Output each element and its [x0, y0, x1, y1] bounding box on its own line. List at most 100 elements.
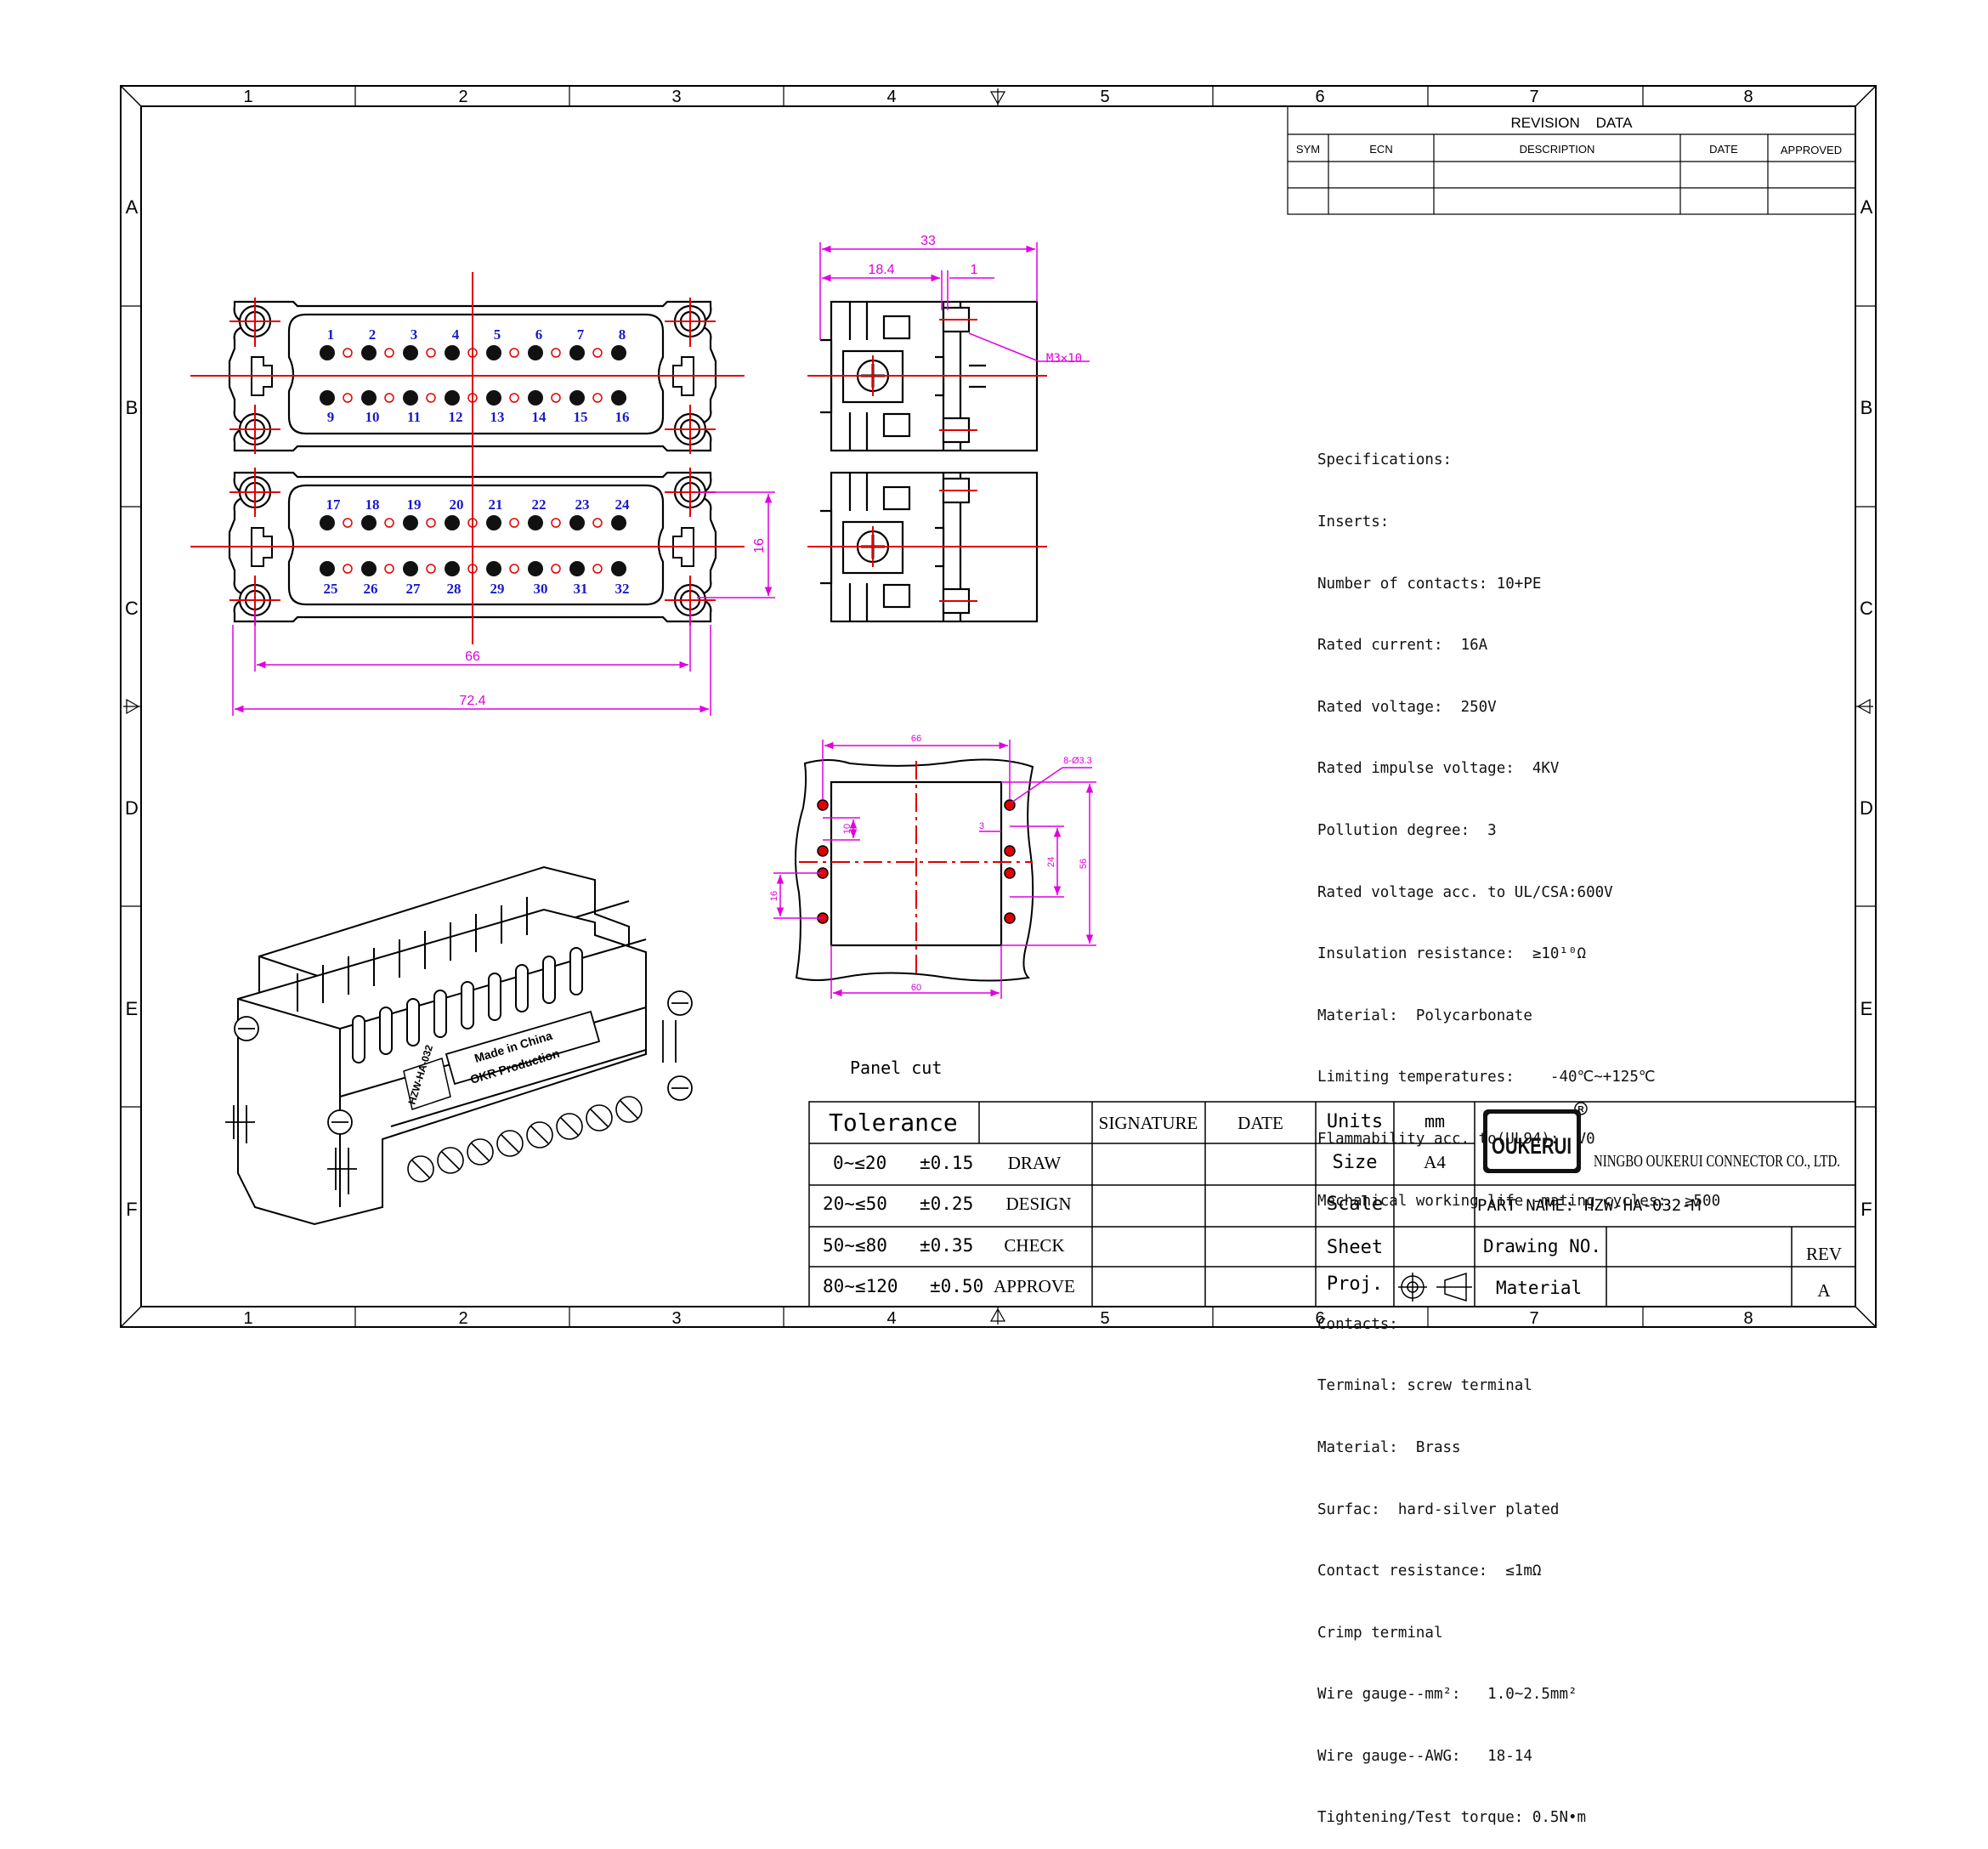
spec-line: [1317, 1252, 1720, 1273]
sheet-label: Sheet: [1327, 1237, 1383, 1258]
svg-text:22: 22: [532, 496, 547, 513]
spec-line: Rated current: 16A: [1317, 637, 1488, 655]
material-label: Material: [1496, 1278, 1582, 1298]
tol-range-1: 0~≤20: [833, 1153, 886, 1173]
spec-line: Contact resistance: ≤1mΩ: [1317, 1563, 1542, 1580]
rev-header-date: DATE: [1709, 143, 1738, 156]
company-name: NINGBO OUKERUI CONNECTOR CO., LTD.: [1594, 1152, 1840, 1171]
svg-text:2: 2: [458, 88, 467, 106]
panel-dim-24: 24: [1046, 857, 1056, 867]
svg-text:A: A: [126, 196, 139, 218]
svg-text:7: 7: [577, 326, 585, 343]
svg-text:3: 3: [671, 1309, 681, 1328]
svg-text:B: B: [126, 397, 139, 418]
svg-text:6: 6: [1315, 88, 1324, 106]
svg-text:21: 21: [489, 496, 503, 513]
svg-text:F: F: [126, 1199, 137, 1220]
svg-text:11: 11: [407, 409, 421, 425]
svg-text:1: 1: [243, 88, 252, 106]
panel-dim-10: 10: [842, 824, 852, 834]
size-label: Size: [1333, 1152, 1378, 1173]
svg-text:D: D: [125, 797, 139, 819]
row-labels: A B C D E F A B C D E F: [125, 196, 1873, 1220]
spec-line: Pollution degree: 3: [1317, 821, 1497, 839]
svg-text:2: 2: [369, 326, 377, 343]
svg-text:8: 8: [1743, 1309, 1753, 1328]
svg-text:25: 25: [324, 581, 338, 597]
svg-text:5: 5: [494, 326, 501, 343]
svg-text:C: C: [1860, 598, 1873, 619]
spec-line: Wire gauge--AWG: 18-14: [1317, 1747, 1532, 1765]
revision-title: REVISION DATA: [1511, 115, 1634, 131]
svg-text:18: 18: [365, 496, 380, 513]
svg-text:15: 15: [574, 409, 588, 425]
date-header: DATE: [1238, 1113, 1283, 1133]
rev-header-ecn: ECN: [1369, 143, 1392, 156]
svg-text:1: 1: [243, 1309, 252, 1328]
svg-text:6: 6: [1315, 1309, 1324, 1328]
svg-text:13: 13: [490, 409, 505, 425]
svg-text:19: 19: [407, 496, 422, 513]
svg-text:5: 5: [1100, 1309, 1109, 1328]
rev-header-description: DESCRIPTION: [1520, 143, 1595, 156]
svg-text:4: 4: [452, 326, 460, 343]
tol-range-3: 50~≤80: [823, 1235, 887, 1256]
rev-value: A: [1817, 1280, 1831, 1301]
column-labels: 1 2 3 4 5 6 7 8 1 2 3 4 5 6 7 8: [243, 88, 1753, 1328]
proj-label: Proj.: [1327, 1273, 1383, 1295]
part-name: PART NAME: HZW-HA-032-M: [1477, 1196, 1701, 1215]
svg-text:17: 17: [326, 496, 342, 513]
spec-line: Contacts:: [1317, 1315, 1398, 1333]
svg-text:C: C: [125, 598, 139, 619]
svg-text:16: 16: [615, 409, 630, 425]
dim-16: 16: [752, 538, 767, 553]
isometric-view: [225, 865, 693, 1226]
tol-value-3: ±0.35: [920, 1235, 973, 1256]
spec-line: Surfac: hard-silver plated: [1317, 1500, 1560, 1518]
spec-line: Crimp terminal: [1317, 1624, 1443, 1642]
svg-text:E: E: [126, 998, 139, 1019]
panel-dim-3: 3: [979, 821, 984, 831]
svg-text:3: 3: [671, 88, 681, 106]
rev-header-sym: SYM: [1296, 143, 1320, 156]
units-label: Units: [1327, 1111, 1383, 1132]
svg-text:24: 24: [615, 496, 631, 513]
svg-text:8: 8: [1743, 88, 1753, 106]
tol-value-2: ±0.25: [920, 1194, 973, 1214]
spec-line: Limiting temperatures: -40℃~+125℃: [1317, 1069, 1656, 1086]
svg-text:2: 2: [458, 1309, 467, 1328]
spec-line: Flammability acc. to(UL94): V0: [1317, 1130, 1595, 1148]
role-draw: DRAW: [1008, 1153, 1062, 1173]
svg-text:4: 4: [886, 88, 896, 106]
spec-line: Specifications:: [1317, 451, 1453, 469]
panel-dim-16: 16: [769, 891, 779, 901]
spec-line: Rated impulse voltage: 4KV: [1317, 760, 1560, 778]
tolerance-header: Tolerance: [829, 1109, 958, 1137]
spec-line: Tightening/Test torque: 0.5N•m: [1317, 1809, 1587, 1827]
svg-text:27: 27: [406, 581, 422, 597]
units-value: mm: [1424, 1111, 1445, 1132]
pin-contacts: [320, 345, 626, 576]
svg-text:4: 4: [886, 1309, 896, 1328]
svg-text:R: R: [1577, 1105, 1584, 1115]
rev-header-approved: APPROVED: [1781, 144, 1842, 156]
svg-text:E: E: [1861, 998, 1873, 1019]
svg-text:20: 20: [450, 496, 464, 513]
dim-72-4: 72.4: [459, 694, 485, 708]
spec-line: Number of contacts: 10+PE: [1317, 575, 1542, 593]
spec-line: Mechanical working life -mating cycles: …: [1317, 1192, 1721, 1210]
spec-line: Inserts:: [1317, 513, 1390, 530]
svg-text:3: 3: [411, 326, 418, 343]
panel-hole-label: 8-Ø3.3: [1063, 756, 1092, 766]
svg-text:5: 5: [1100, 88, 1109, 106]
rev-label: REV: [1806, 1244, 1842, 1264]
specifications-block: Specifications: Inserts: Number of conta…: [1317, 409, 1720, 1849]
signature-header: SIGNATURE: [1099, 1113, 1198, 1133]
svg-text:29: 29: [490, 581, 505, 597]
panel-cut-view: 66 60 56 24 10 16 3 8-Ø3.3 Panel cut: [769, 734, 1096, 1078]
dim-66: 66: [465, 649, 480, 664]
size-value: A4: [1424, 1152, 1446, 1172]
role-check: CHECK: [1004, 1235, 1064, 1256]
panel-dim-66: 66: [911, 734, 921, 744]
role-approve: APPROVE: [994, 1276, 1075, 1296]
